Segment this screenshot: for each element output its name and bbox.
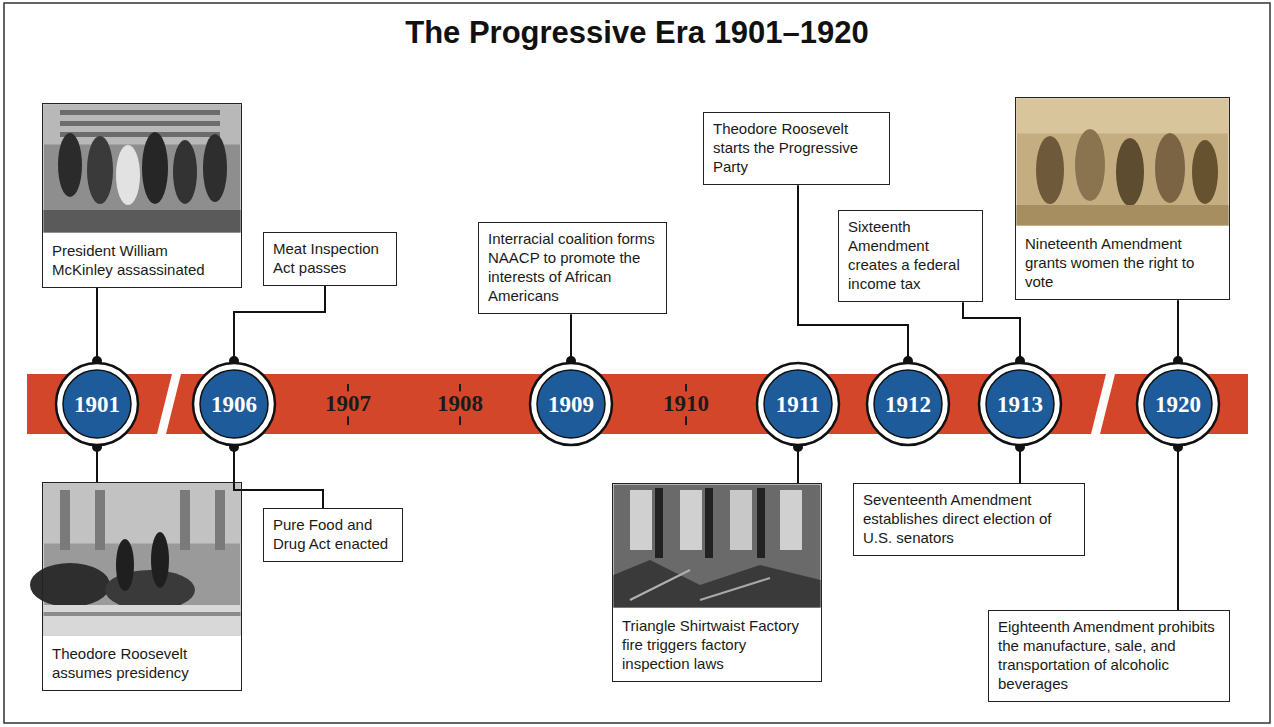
node-text: Interracial coalition forms NAACP to pro… <box>488 229 657 305</box>
circle-fill <box>63 370 131 438</box>
year-circle: 1920 <box>1135 361 1221 447</box>
node-text: 1901 <box>74 393 120 416</box>
node-text: Theodore Roosevelt assumes presidency <box>52 644 232 682</box>
circle-ring <box>1137 363 1219 445</box>
band-break <box>1091 374 1115 434</box>
circle-fill <box>537 370 605 438</box>
circle-fill <box>874 370 942 438</box>
year-circle: 1913 <box>977 361 1063 447</box>
year-tick-label: 1907 <box>322 391 374 416</box>
photo-suffrage <box>1017 99 1229 226</box>
circle-ring <box>757 363 839 445</box>
event-box: Triangle Shirtwaist Factory fire trigger… <box>612 483 822 682</box>
circle-fill <box>1144 370 1212 438</box>
band-break <box>157 374 181 434</box>
node-text: 1909 <box>548 393 594 416</box>
event-box: Theodore Roosevelt assumes presidency <box>42 482 242 691</box>
year-circle: 1911 <box>755 361 841 447</box>
node-text: Nineteenth Amendment grants women the ri… <box>1025 234 1220 291</box>
node-text: Pure Food and Drug Act enacted <box>273 515 393 553</box>
node-text: 1911 <box>776 393 821 416</box>
event-box: Interracial coalition forms NAACP to pro… <box>478 222 667 314</box>
year-circle: 1912 <box>865 361 951 447</box>
year-circle: 1909 <box>528 361 614 447</box>
leader-line <box>234 447 323 508</box>
node-text: President William McKinley assassinated <box>52 241 232 279</box>
node-text: Triangle Shirtwaist Factory fire trigger… <box>622 616 812 673</box>
leader-line <box>1177 447 1179 610</box>
circle-ring <box>867 363 949 445</box>
leader-line <box>1177 300 1179 361</box>
leader-line <box>96 447 98 482</box>
node-text: Eighteenth Amendment prohibits the manuf… <box>998 617 1220 693</box>
year-tick-label: 1908 <box>434 391 486 416</box>
node-text: Meat Inspection Act passes <box>273 239 387 277</box>
leader-line <box>234 286 325 361</box>
leader-line <box>963 302 1020 361</box>
event-box: President William McKinley assassinated <box>42 103 242 288</box>
node-text: 1913 <box>997 393 1043 416</box>
leader-line <box>1019 447 1021 483</box>
node-text: 1920 <box>1155 393 1201 416</box>
node-text: Seventeenth Amendment establishes direct… <box>863 490 1075 547</box>
year-circle: 1901 <box>54 361 140 447</box>
circle-ring <box>979 363 1061 445</box>
photo-triangle-fire <box>614 485 821 608</box>
circle-fill <box>986 370 1054 438</box>
event-box: Meat Inspection Act passes <box>263 232 397 286</box>
circle-fill <box>764 370 832 438</box>
year-circle: 1906 <box>191 361 277 447</box>
node-text: Sixteenth Amendment creates a federal in… <box>848 217 973 293</box>
circle-ring <box>56 363 138 445</box>
photo-roosevelt <box>30 484 241 636</box>
node-text: 1906 <box>211 393 257 416</box>
circle-ring <box>530 363 612 445</box>
event-box: Sixteenth Amendment creates a federal in… <box>838 210 983 302</box>
photo-mckinley <box>44 105 241 233</box>
circle-ring <box>193 363 275 445</box>
event-box: Theodore Roosevelt starts the Progressiv… <box>703 112 890 185</box>
leader-line <box>96 288 98 361</box>
node-text: 1912 <box>885 393 931 416</box>
event-box: Pure Food and Drug Act enacted <box>263 508 403 562</box>
node-text: Theodore Roosevelt starts the Progressiv… <box>713 119 880 176</box>
frame <box>4 3 1270 723</box>
leader-line <box>797 447 799 483</box>
event-box: Eighteenth Amendment prohibits the manuf… <box>988 610 1230 702</box>
title: The Progressive Era 1901–1920 <box>0 14 1274 51</box>
circle-fill <box>200 370 268 438</box>
event-box: Seventeenth Amendment establishes direct… <box>853 483 1085 556</box>
leader-line <box>570 314 572 361</box>
event-box: Nineteenth Amendment grants women the ri… <box>1015 97 1230 300</box>
year-tick-label: 1910 <box>660 391 712 416</box>
